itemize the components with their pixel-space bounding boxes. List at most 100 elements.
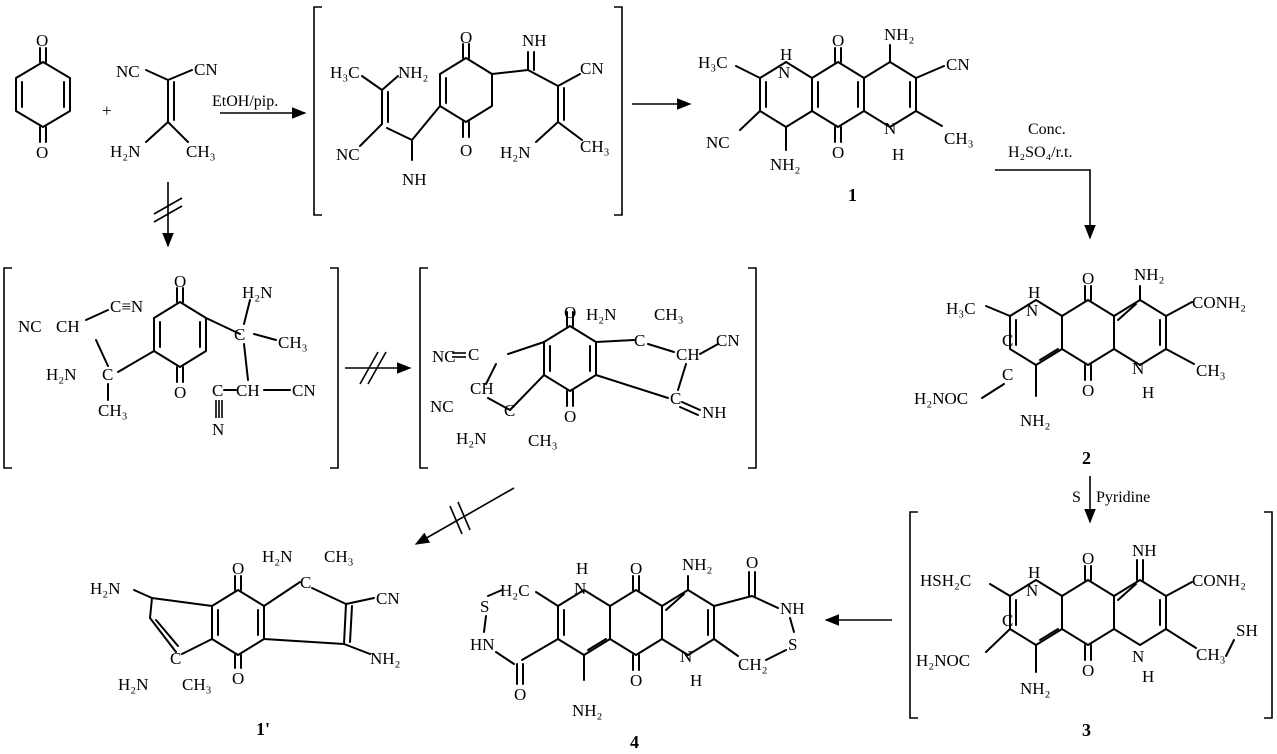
atom-label: O bbox=[746, 553, 758, 572]
atom-label: N bbox=[1026, 581, 1038, 600]
atom-label: O bbox=[460, 28, 472, 47]
atom-label: N bbox=[212, 420, 224, 439]
atom-label: N bbox=[680, 647, 692, 666]
atom-label: CH bbox=[470, 379, 494, 398]
blocked-arrow-icon bbox=[153, 182, 183, 248]
atom-label: O bbox=[232, 559, 244, 578]
atom-label: H bbox=[780, 45, 792, 64]
bracket-icon bbox=[3, 267, 339, 469]
atom-label: CH₃ bbox=[98, 401, 128, 420]
atom-label: C bbox=[670, 389, 681, 408]
compound-number: 1 bbox=[848, 185, 857, 205]
atom-label: C bbox=[234, 325, 245, 344]
atom-label: NH₂ bbox=[1020, 679, 1050, 698]
atom-label: CH₃ bbox=[278, 333, 308, 352]
atom-label: N bbox=[574, 579, 586, 598]
atom-label: NC bbox=[18, 317, 42, 336]
atom-label: O bbox=[174, 383, 186, 402]
atom-label: CH₃ bbox=[944, 129, 974, 148]
atom-label: CH bbox=[56, 317, 80, 336]
reagent-label: Conc. bbox=[1028, 121, 1066, 138]
compound-2-structure: O O H N C C H₃C H₂NOC NH₂ NH₂ CONH₂ CH₃ … bbox=[914, 265, 1246, 468]
atom-label: O bbox=[832, 143, 844, 162]
atom-label: HSH₂C bbox=[920, 571, 971, 590]
atom-label: H₃C bbox=[330, 63, 360, 82]
atom-label: H₂N bbox=[586, 305, 616, 324]
blocked-arrow-icon bbox=[414, 487, 515, 545]
atom-label: O bbox=[1082, 381, 1094, 400]
atom-label: NC bbox=[336, 145, 360, 164]
atom-label: CH bbox=[236, 381, 260, 400]
atom-label: H₃C bbox=[946, 299, 976, 318]
atom-label: O bbox=[174, 272, 186, 291]
atom-label: CH₃ bbox=[324, 547, 354, 566]
atom-label: H₂N bbox=[118, 675, 148, 694]
atom-label: O bbox=[630, 559, 642, 578]
atom-label: CH₃ bbox=[580, 137, 610, 156]
atom-label: NH bbox=[1132, 541, 1157, 560]
atom-label: C bbox=[170, 649, 181, 668]
compound-4-structure: O O H N H₂C S HN O NH₂ NH₂ O NH S CH₂ N bbox=[470, 553, 805, 752]
plus-sign: + bbox=[102, 101, 112, 120]
atom-label: H₂C bbox=[500, 581, 530, 600]
atom-label: H bbox=[1028, 283, 1040, 302]
atom-label: NH₂ bbox=[884, 25, 914, 44]
compound-number: 4 bbox=[630, 732, 639, 752]
atom-label: O bbox=[564, 303, 576, 322]
atom-label: H₂N bbox=[456, 429, 486, 448]
atom-label: H₂N bbox=[242, 283, 272, 302]
atom-label: O bbox=[1082, 661, 1094, 680]
atom-label: H₂NOC bbox=[914, 389, 968, 408]
atom-label: O bbox=[514, 685, 526, 704]
atom-label: NC bbox=[430, 397, 454, 416]
atom-label: NC bbox=[706, 133, 730, 152]
benzoquinone-structure: O O bbox=[15, 31, 71, 162]
atom-label: N bbox=[1026, 301, 1038, 320]
atom-label: H₂N bbox=[262, 547, 292, 566]
reaction-arrow-icon bbox=[995, 169, 1096, 240]
atom-label: O bbox=[36, 143, 48, 162]
atom-label: HN bbox=[470, 635, 495, 654]
atom-label: H bbox=[892, 145, 904, 164]
atom-label: CN bbox=[946, 55, 970, 74]
compound-3-structure: O O H N C HSH₂C H₂NOC NH₂ NH CONH₂ CH₃ S… bbox=[916, 541, 1258, 740]
atom-label: C bbox=[1002, 365, 1013, 384]
compound-number: 2 bbox=[1082, 448, 1091, 468]
cyclized-intermediate-structure: O O C NC CH NC C H₂N CH₃ C H₂N CH₃ CH CN… bbox=[430, 303, 740, 450]
atom-label: H bbox=[1028, 563, 1040, 582]
atom-label: CH₃ bbox=[528, 431, 558, 450]
atom-label: CH₂ bbox=[738, 655, 768, 674]
atom-label: C bbox=[468, 345, 479, 364]
atom-label: CN bbox=[716, 331, 740, 350]
atom-label: H bbox=[1142, 383, 1154, 402]
atom-label: H bbox=[576, 559, 588, 578]
atom-label: C bbox=[212, 381, 223, 400]
bracket-icon bbox=[313, 6, 623, 216]
atom-label: CH₃ bbox=[1196, 645, 1226, 664]
atom-label: CONH₂ bbox=[1192, 293, 1246, 312]
atom-label: N bbox=[778, 63, 790, 82]
atom-label: C bbox=[1002, 331, 1013, 350]
atom-label: CN bbox=[292, 381, 316, 400]
atom-label: O bbox=[1082, 269, 1094, 288]
atom-label: SH bbox=[1236, 621, 1258, 640]
atom-label: NH bbox=[702, 403, 727, 422]
atom-label: C bbox=[634, 331, 645, 350]
atom-label: C bbox=[300, 573, 311, 592]
atom-label: H₃C bbox=[698, 53, 728, 72]
compound-1-structure: O O H N H₃C NC NH₂ NH₂ CN CH₃ N H 1 bbox=[698, 25, 974, 205]
atom-label: O bbox=[36, 31, 48, 50]
atom-label: CN bbox=[194, 60, 218, 79]
atom-label: C bbox=[102, 365, 113, 384]
atom-label: NH₂ bbox=[770, 155, 800, 174]
reagent-label: EtOH/pip. bbox=[212, 93, 278, 110]
atom-label: H₂N bbox=[90, 579, 120, 598]
michael-adduct-structure: O O H₂N C CH₃ CH NC C≡N C H₂N CH₃ CH CN … bbox=[18, 272, 316, 439]
atom-label: N bbox=[884, 119, 896, 138]
atom-label: NH₂ bbox=[1020, 411, 1050, 430]
atom-label: NH₂ bbox=[572, 701, 602, 720]
atom-label: NH bbox=[402, 170, 427, 189]
reagent-label: S bbox=[1072, 489, 1081, 506]
compound-number: 1' bbox=[256, 719, 270, 739]
